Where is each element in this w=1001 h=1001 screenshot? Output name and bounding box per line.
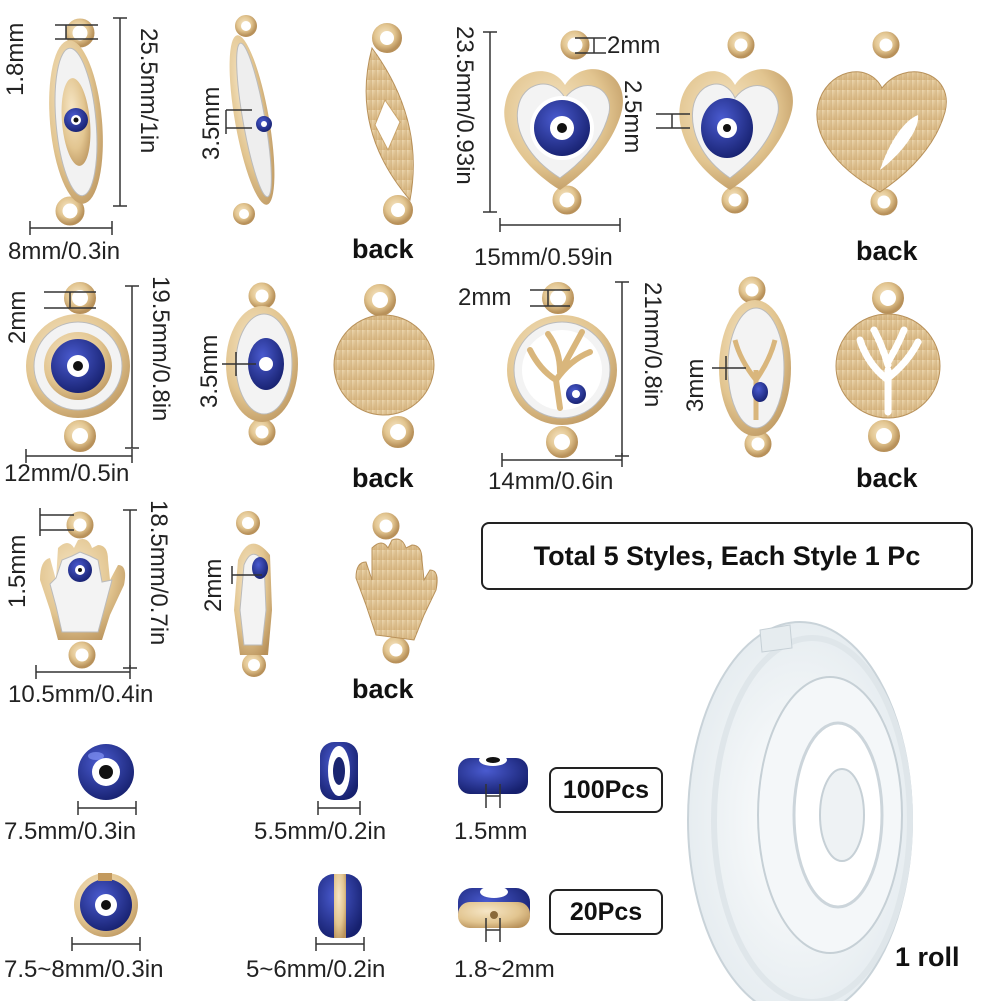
heart-height-label: 23.5mm/0.93in bbox=[451, 26, 478, 185]
round-thickness-label: 3.5mm bbox=[196, 334, 223, 408]
bead-small-side bbox=[320, 742, 358, 800]
bead-large-front bbox=[74, 873, 138, 937]
heart-connector-front bbox=[504, 30, 623, 215]
eye-connector-front bbox=[49, 18, 103, 226]
tree-connector-back bbox=[835, 282, 941, 452]
bead-large-width-label: 5~6mm/0.2in bbox=[246, 956, 386, 983]
bead-large-side bbox=[318, 874, 362, 938]
tree-thickness-label: 3mm bbox=[682, 358, 709, 412]
bead-small-front bbox=[78, 744, 134, 800]
bead-small-width-label: 5.5mm/0.2in bbox=[254, 818, 387, 845]
bead-large-hole-label: 1.8~2mm bbox=[454, 956, 555, 983]
heart-connector-side bbox=[679, 31, 793, 214]
hamsa-loop-label: 1.5mm bbox=[4, 534, 31, 608]
round-connector-back bbox=[333, 284, 435, 448]
eye-connector-back bbox=[365, 23, 414, 225]
eye-width-label: 8mm/0.3in bbox=[8, 238, 121, 265]
heart-back-label: back bbox=[856, 236, 918, 266]
tree-width-label: 14mm/0.6in bbox=[488, 468, 614, 495]
bead-large-qty: 20Pcs bbox=[549, 889, 663, 935]
tree-back-label: back bbox=[856, 463, 918, 493]
round-width-label: 12mm/0.5in bbox=[4, 460, 130, 487]
eye-thickness-label: 3.5mm bbox=[198, 86, 225, 160]
round-height-label: 19.5mm/0.8in bbox=[147, 276, 174, 422]
heart-thickness-label: 2.5mm bbox=[619, 80, 646, 154]
bead-small-qty: 100Pcs bbox=[549, 767, 663, 813]
tree-height-label: 21mm/0.8in bbox=[639, 282, 666, 408]
dimension-lines bbox=[25, 17, 746, 951]
hamsa-height-label: 18.5mm/0.7in bbox=[145, 500, 172, 646]
bead-large-diameter-label: 7.5~8mm/0.3in bbox=[4, 956, 164, 983]
thread-qty-label: 1 roll bbox=[895, 942, 960, 972]
heart-width-label: 15mm/0.59in bbox=[474, 244, 613, 271]
hamsa-thickness-label: 2mm bbox=[200, 558, 227, 612]
bead-small-hole-label: 1.5mm bbox=[454, 818, 528, 845]
eye-height-label: 25.5mm/1in bbox=[135, 28, 162, 154]
tree-connector-side bbox=[719, 276, 791, 458]
tree-loop-label: 2mm bbox=[458, 284, 512, 311]
eye-connector-side bbox=[229, 15, 275, 225]
style-note: Total 5 Styles, Each Style 1 Pc bbox=[481, 522, 973, 590]
hamsa-width-label: 10.5mm/0.4in bbox=[8, 681, 154, 708]
eye-loop-label: 1.8mm bbox=[2, 22, 29, 96]
bead-large-hole bbox=[458, 886, 530, 928]
hamsa-connector-front bbox=[40, 511, 126, 669]
hamsa-connector-side bbox=[234, 511, 272, 677]
hamsa-connector-back bbox=[355, 512, 438, 664]
eye-back-label: back bbox=[352, 234, 414, 264]
heart-connector-back bbox=[816, 31, 947, 216]
round-back-label: back bbox=[352, 463, 414, 493]
tree-connector-front bbox=[507, 282, 617, 458]
bead-small-hole bbox=[458, 754, 528, 794]
round-connector-front bbox=[26, 282, 130, 452]
hamsa-back-label: back bbox=[352, 674, 414, 704]
heart-loop-label: 2mm bbox=[607, 32, 661, 59]
round-connector-side bbox=[226, 282, 298, 446]
bead-small-diameter-label: 7.5mm/0.3in bbox=[4, 818, 137, 845]
round-loop-label: 2mm bbox=[4, 290, 31, 344]
elastic-thread-spool bbox=[687, 621, 913, 1001]
